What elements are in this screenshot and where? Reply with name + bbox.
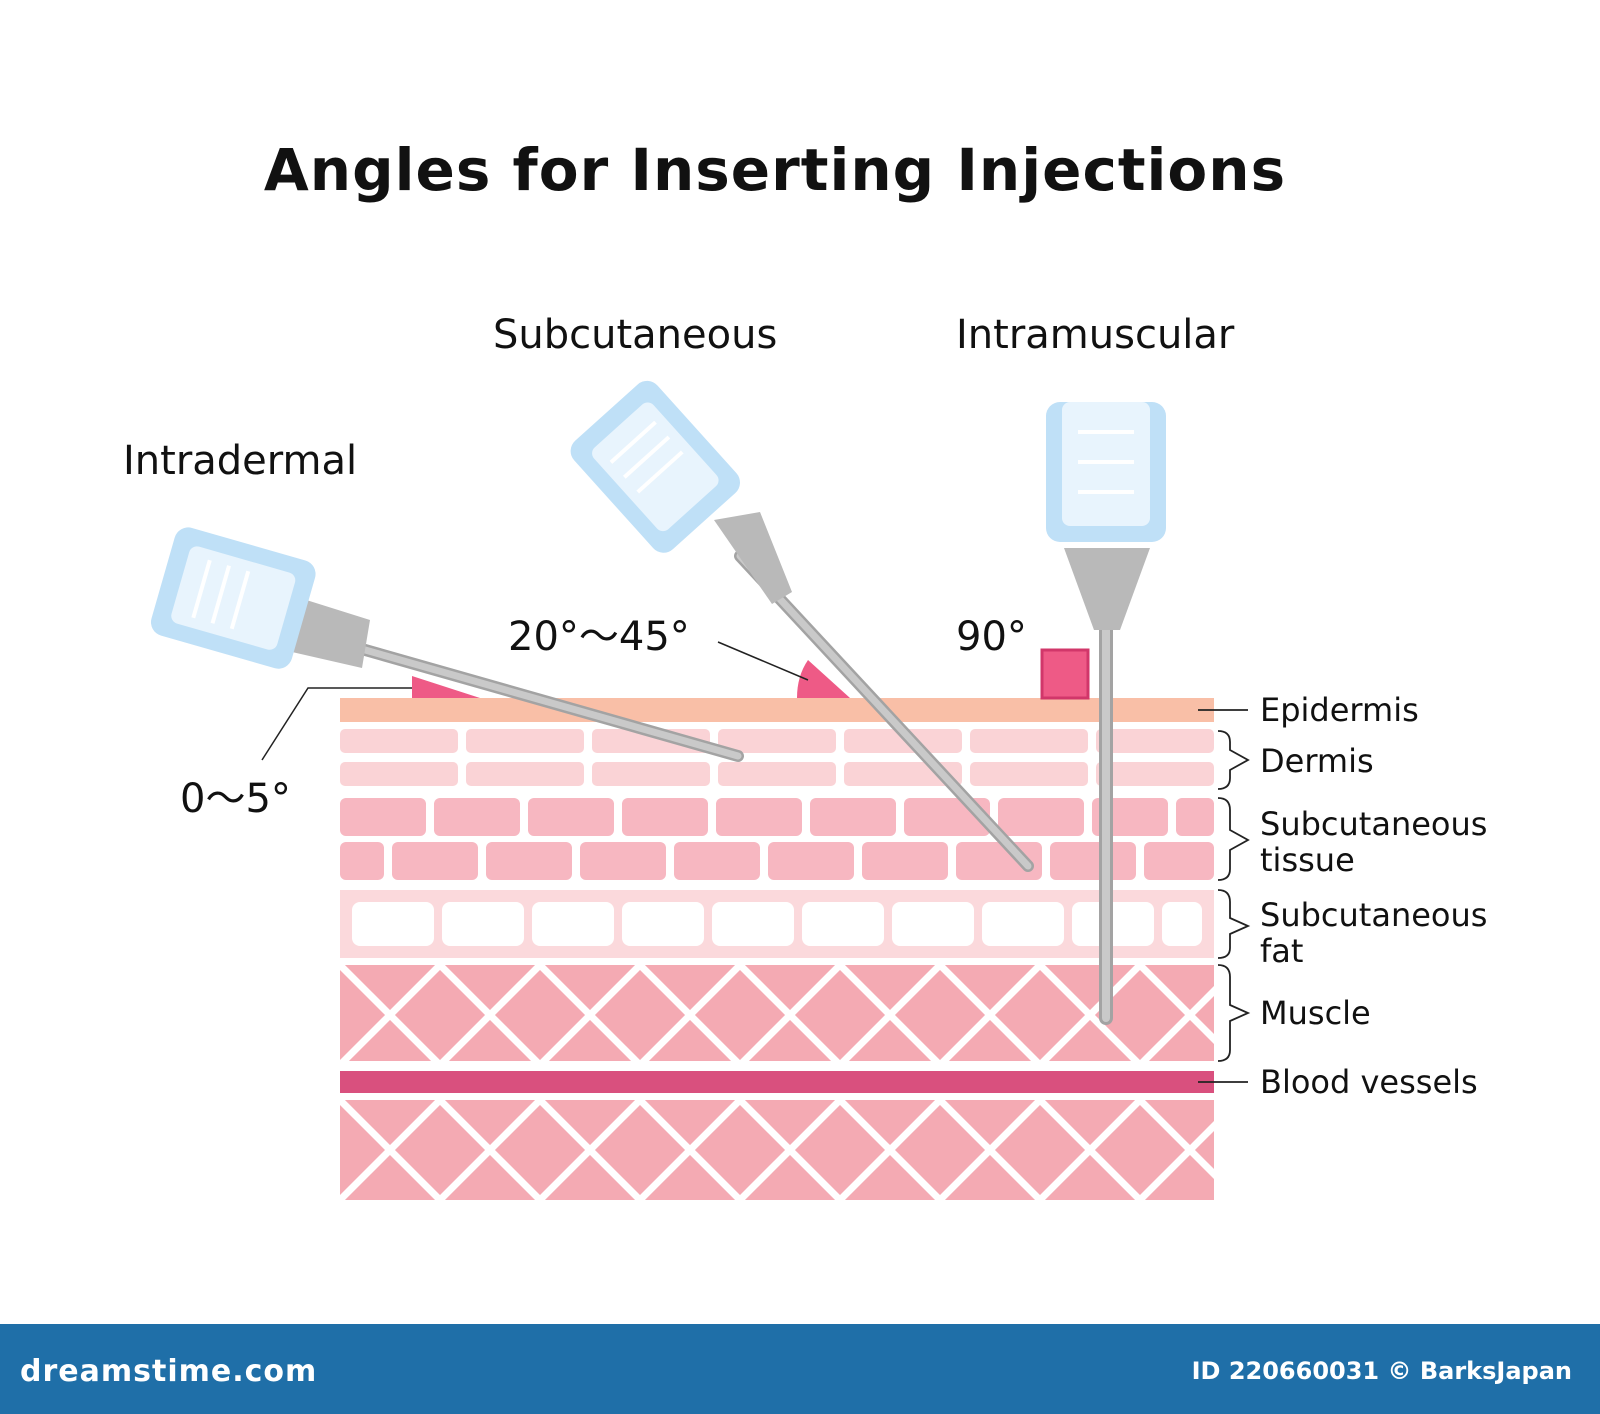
intradermal-angle: 0〜5° [180, 776, 291, 822]
subcutaneous-fat-bracket [1217, 889, 1251, 959]
dermis-bracket [1217, 730, 1250, 790]
intramuscular-angle: 90° [956, 614, 1027, 660]
dermis-layer [340, 729, 1214, 786]
subcutaneous-fat-layer [340, 890, 1214, 958]
muscle-label: Muscle [1260, 994, 1371, 1032]
subcutaneous-syringe [570, 380, 1034, 872]
intramuscular-label: Intramuscular [956, 312, 1235, 358]
muscle-bracket [1217, 964, 1251, 1062]
subcutaneous-angle-marker [797, 660, 850, 698]
subcutaneous-tissue-bracket [1217, 797, 1250, 881]
intradermal-angle-marker [412, 676, 480, 698]
epidermis-layer [340, 698, 1214, 722]
epidermis-label: Epidermis [1260, 691, 1419, 729]
blood-vessels-label: Blood vessels [1260, 1063, 1478, 1101]
subcutaneous-angle: 20°〜45° [508, 614, 690, 660]
subcutaneous-label: Subcutaneous [493, 312, 778, 358]
subcutaneous-fat-label: Subcutaneous fat [1260, 896, 1488, 970]
intramuscular-angle-marker [1040, 648, 1090, 700]
blood-vessel-layer [340, 1071, 1214, 1093]
muscle-layer [140, 965, 1340, 1065]
subcutaneous-tissue-label: Subcutaneous tissue [1260, 805, 1488, 879]
dermis-label: Dermis [1260, 742, 1374, 780]
page-title: Angles for Inserting Injections [263, 136, 1287, 204]
subcutaneous-angle-leader [717, 641, 809, 681]
skin-diagram [140, 380, 1340, 1324]
intramuscular-syringe [1046, 402, 1166, 1025]
intradermal-angle-leader [261, 687, 412, 761]
footer-brand[interactable]: dreamstime.com [20, 1354, 318, 1389]
subcutaneous-tissue-layer [340, 798, 1214, 880]
footer-credit: ID 220660031 © BarksJapan [1191, 1357, 1572, 1385]
intradermal-label: Intradermal [123, 438, 358, 484]
lower-muscle-layer [140, 1100, 1340, 1200]
footer-bar: dreamstime.com ID 220660031 © BarksJapan [0, 1324, 1600, 1414]
intradermal-syringe [150, 527, 744, 762]
